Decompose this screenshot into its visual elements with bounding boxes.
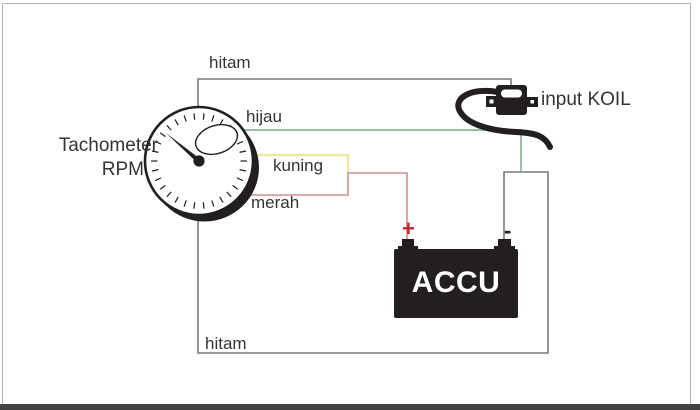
- gauge-needle-hub: [193, 155, 205, 167]
- tachometer-gauge: [143, 105, 259, 222]
- label-wire-hitam-top: hitam: [209, 53, 251, 72]
- wire-merah: [245, 172, 408, 240]
- coil-ht-wire: [455, 87, 553, 150]
- label-coil-input: input KOIL: [541, 89, 631, 110]
- diagram-frame-border: [2, 3, 691, 404]
- gauge-needle: [166, 133, 201, 163]
- label-wire-hitam-bottom: hitam: [205, 334, 247, 353]
- tachometer-label-line1: Tachometer: [58, 135, 158, 156]
- battery-positive-collar: [398, 246, 418, 251]
- battery-negative-collar: [494, 246, 515, 251]
- label-wire-hijau: hijau: [246, 107, 282, 126]
- ignition-coil-icon: [455, 85, 553, 150]
- battery-icon: [394, 239, 518, 318]
- battery-name-label: ACCU: [411, 266, 501, 299]
- wire-hitam-top: [197, 78, 512, 107]
- battery-positive-post: [402, 239, 414, 250]
- battery-negative-post: [498, 239, 511, 250]
- gauge-subdial-ellipse: [194, 123, 239, 156]
- label-wire-kuning: kuning: [273, 156, 324, 175]
- tachometer-label-line2: RPM: [101, 159, 144, 180]
- coil-right-terminal-dot: [530, 100, 534, 104]
- coil-left-terminal-dot: [489, 99, 494, 104]
- label-wire-merah: merah: [251, 193, 300, 212]
- battery-body: [394, 249, 518, 318]
- wire-kuning: [252, 153, 350, 172]
- battery-positive-sign: +: [402, 216, 415, 241]
- tachometer-label: Tachometer RPM: [16, 134, 158, 182]
- coil-slot: [501, 89, 522, 98]
- wire-hitam-bottom-loop: [197, 171, 549, 354]
- battery-negative-sign: -: [504, 218, 512, 243]
- diagram-bottom-edge: [0, 404, 700, 410]
